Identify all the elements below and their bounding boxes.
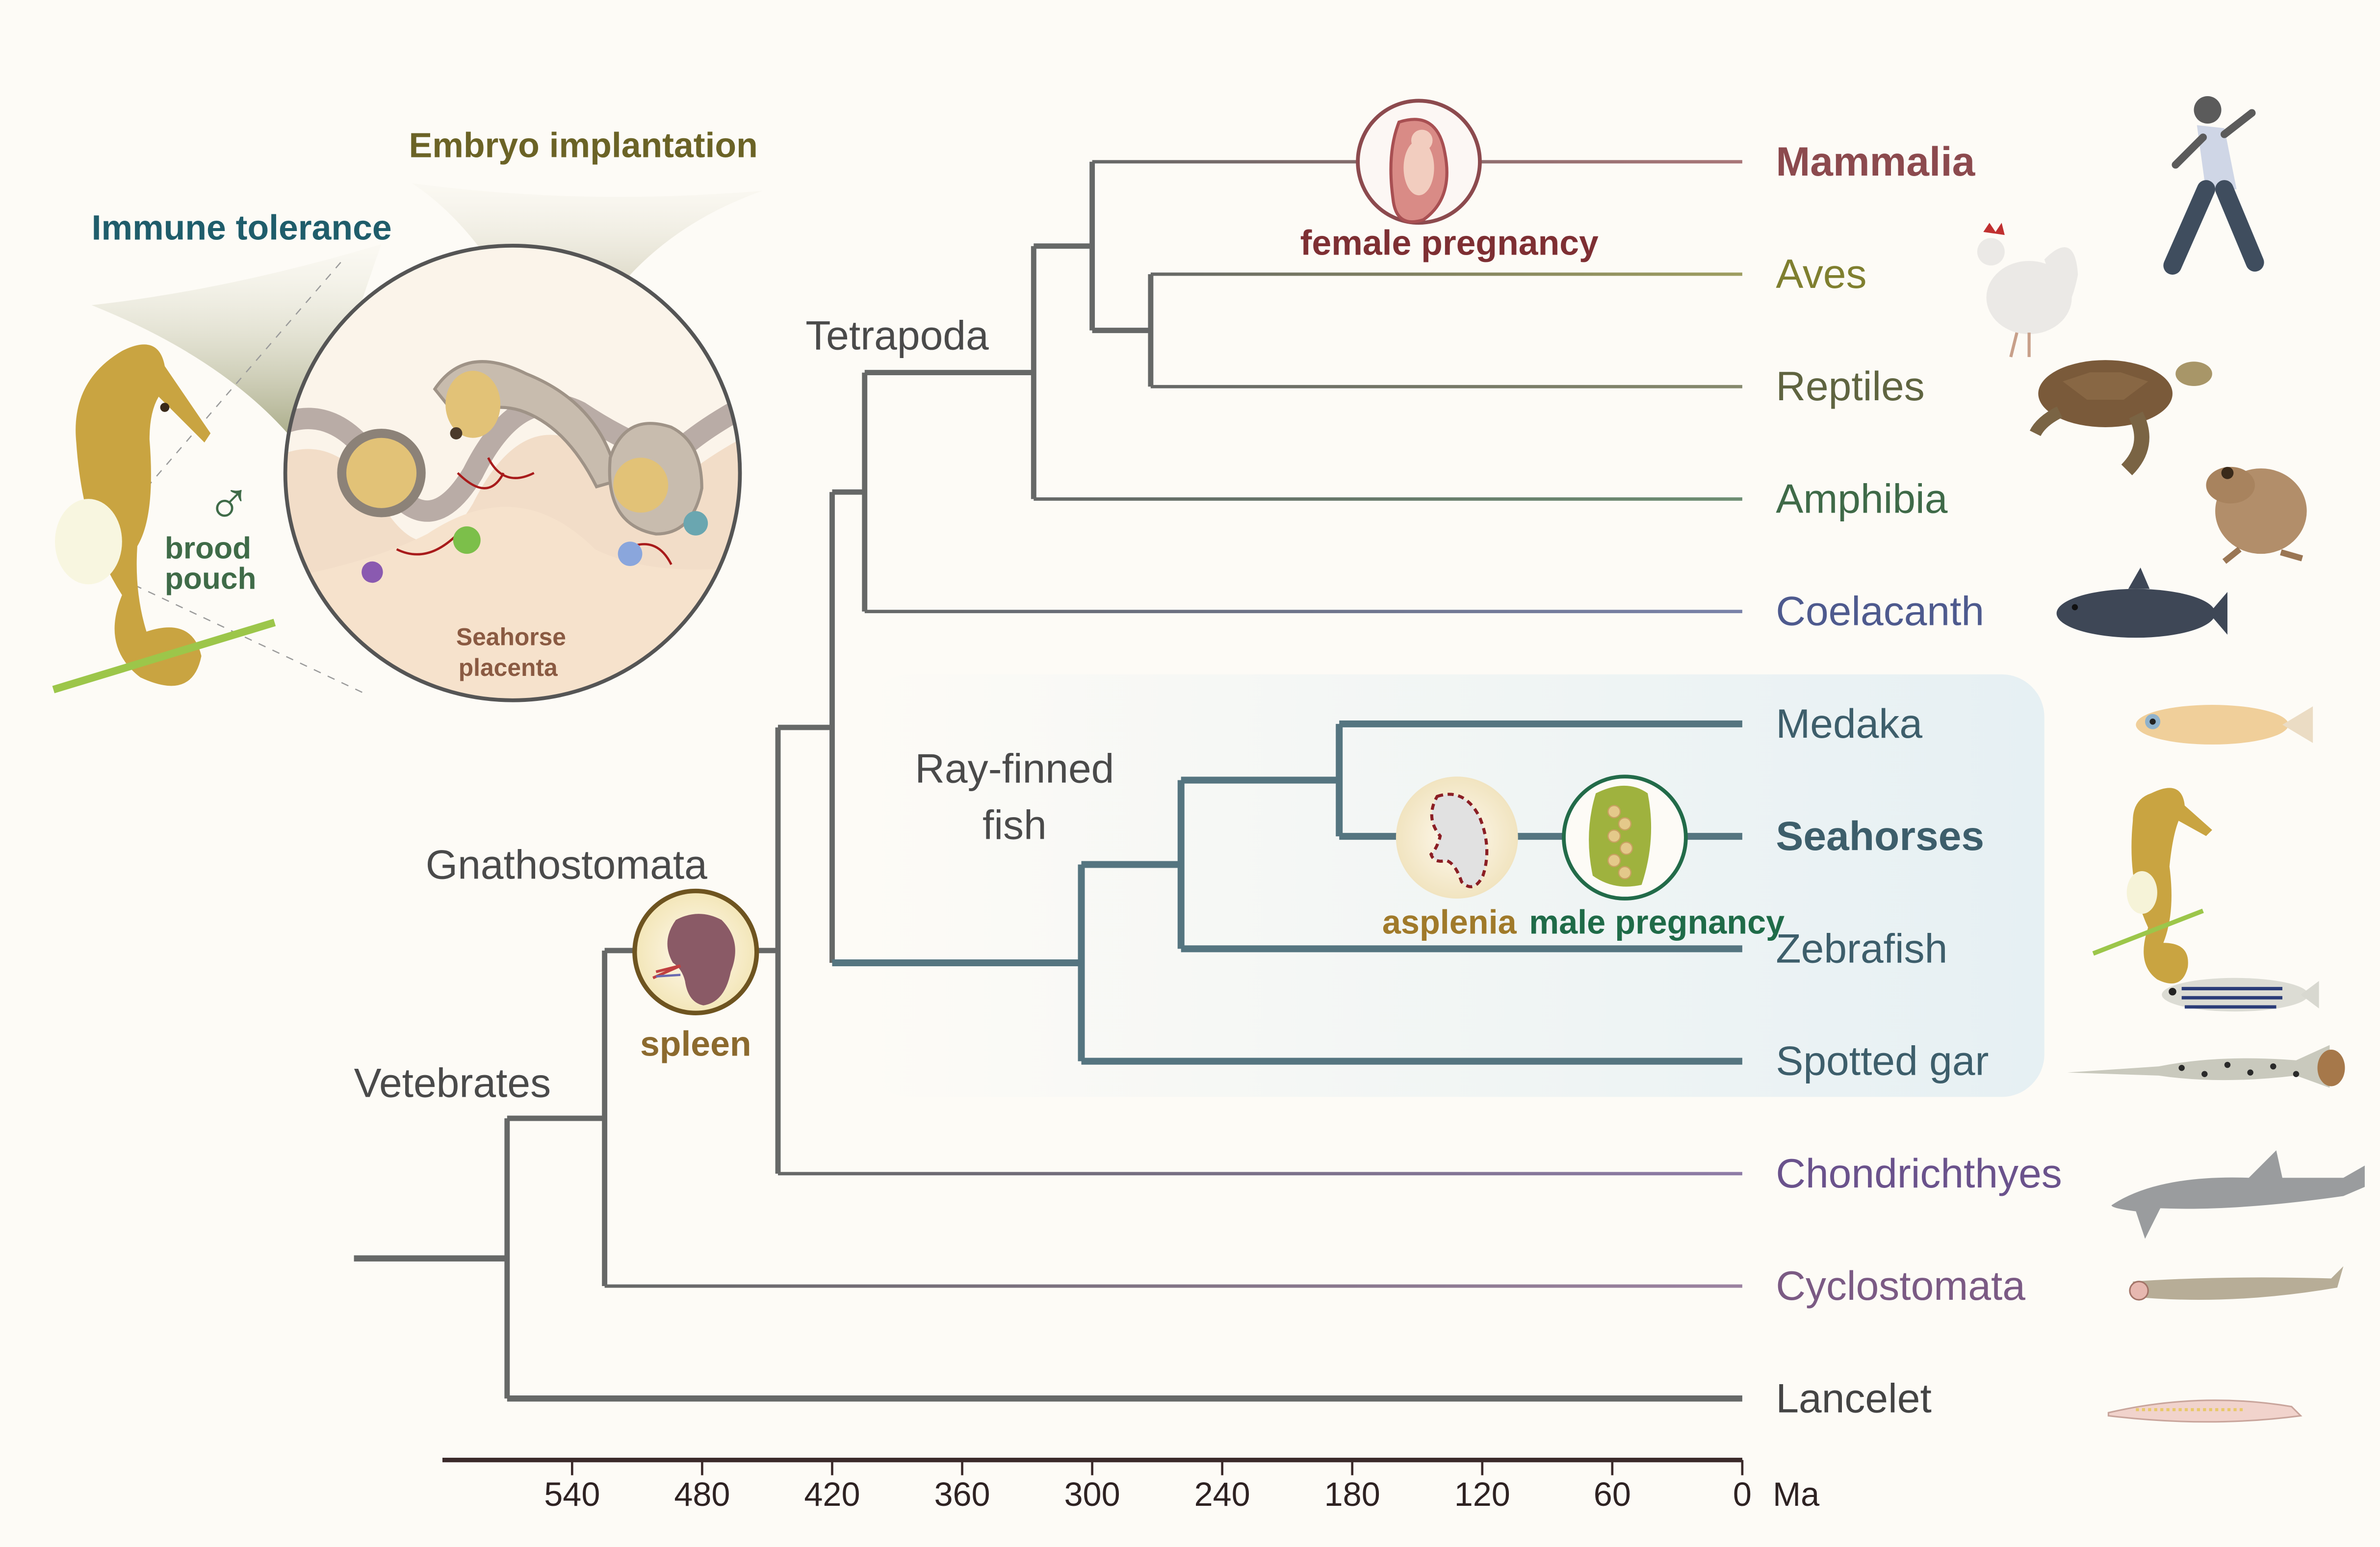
axis-tick-label-120: 120	[1454, 1476, 1510, 1513]
axis-tick-label-480: 480	[674, 1476, 730, 1513]
immune-cell-green	[453, 526, 481, 554]
brood-pouch-label-line1: brood	[165, 531, 251, 565]
taxon-label-spotted-gar: Spotted gar	[1776, 1038, 1989, 1084]
spleen-icon	[667, 914, 735, 1006]
immune-tolerance-label: Immune tolerance	[92, 208, 392, 247]
spotted-gar-icon	[2067, 1045, 2345, 1088]
chicken-icon	[1977, 223, 2078, 358]
taxon-label-reptiles: Reptiles	[1776, 363, 1924, 409]
placenta-label-line2: placenta	[459, 654, 558, 681]
axis-tick-label-180: 180	[1324, 1476, 1380, 1513]
pregnant-woman-icon	[2163, 96, 2264, 275]
frog-icon	[2206, 466, 2307, 564]
axis-tick-label-420: 420	[804, 1476, 860, 1513]
asplenia-marker: asplenia	[1382, 776, 1518, 941]
clade-label-gnathostomata: Gnathostomata	[426, 842, 707, 888]
time-axis: 540 480 420 360 300 240 180 120 60 0 Ma	[442, 1457, 1820, 1513]
uterus-fetus-icon	[1389, 118, 1449, 224]
taxon-label-aves: Aves	[1776, 251, 1866, 297]
axis-unit-label: Ma	[1773, 1476, 1820, 1513]
lamprey-icon	[2129, 1266, 2344, 1301]
spleen-marker: spleen	[632, 888, 759, 1063]
immune-cell-blue	[618, 541, 643, 567]
clade-label-vetebrates: Vetebrates	[354, 1059, 551, 1106]
missing-spleen-icon	[1429, 793, 1489, 888]
taxon-label-amphibia: Amphibia	[1776, 475, 1947, 521]
embryo-implantation-label: Embryo implantation	[409, 126, 758, 165]
axis-tick-label-360: 360	[934, 1476, 990, 1513]
axis-tick-label-300: 300	[1064, 1476, 1120, 1513]
axis-tick-label-540: 540	[544, 1476, 600, 1513]
taxon-label-coelacanth: Coelacanth	[1776, 588, 1984, 634]
taxon-label-chondrichthyes: Chondrichthyes	[1776, 1150, 2062, 1196]
taxon-label-cyclostomata: Cyclostomata	[1776, 1263, 2025, 1309]
medaka-icon	[2136, 705, 2313, 745]
taxon-label-seahorses: Seahorses	[1776, 813, 1984, 859]
clade-label-ray-finned-line1: Ray-finned	[915, 746, 1114, 792]
brood-pouch-label-line2: pouch	[165, 562, 257, 596]
coelacanth-icon	[2056, 567, 2227, 638]
organism-illustrations	[1977, 96, 2365, 1423]
spleen-label: spleen	[640, 1024, 751, 1063]
embryo-yolk-1	[337, 429, 426, 517]
taxon-label-lancelet: Lancelet	[1776, 1375, 1931, 1421]
shark-icon	[2111, 1150, 2365, 1239]
male-pregnancy-label: male pregnancy	[1529, 904, 1785, 941]
sea-turtle-icon	[2029, 360, 2212, 476]
clade-label-tetrapoda: Tetrapoda	[805, 312, 989, 358]
immune-cell-purple	[362, 561, 383, 583]
asplenia-label: asplenia	[1382, 904, 1517, 941]
zebrafish-icon	[2162, 978, 2319, 1012]
taxon-labels: MammaliaAvesReptilesAmphibiaCoelacanthMe…	[1776, 138, 2062, 1421]
immune-cell-teal	[683, 511, 708, 536]
seahorse-icon	[2092, 788, 2212, 984]
female-pregnancy-marker: female pregnancy	[1300, 99, 1599, 263]
taxon-label-mammalia: Mammalia	[1776, 138, 1975, 184]
axis-tick-label-240: 240	[1194, 1476, 1250, 1513]
clade-label-ray-finned-line2: fish	[983, 802, 1047, 848]
axis-tick-label-60: 60	[1594, 1476, 1631, 1513]
male-symbol: ♂	[206, 467, 252, 535]
seahorse-placenta-inset: Embryo implantation Immune tolerance Sea…	[52, 126, 763, 702]
axis-tick-label-0: 0	[1733, 1476, 1752, 1513]
seahorse-with-brood-pouch-icon	[52, 344, 276, 694]
taxon-label-medaka: Medaka	[1776, 700, 1922, 747]
placenta-label-line1: Seahorse	[456, 623, 566, 651]
female-pregnancy-label: female pregnancy	[1300, 224, 1599, 263]
taxon-label-zebrafish: Zebrafish	[1776, 925, 1947, 971]
male-pregnancy-marker: male pregnancy	[1529, 774, 1785, 941]
tree-branches	[354, 160, 1742, 1402]
lancelet-icon	[2107, 1399, 2302, 1423]
